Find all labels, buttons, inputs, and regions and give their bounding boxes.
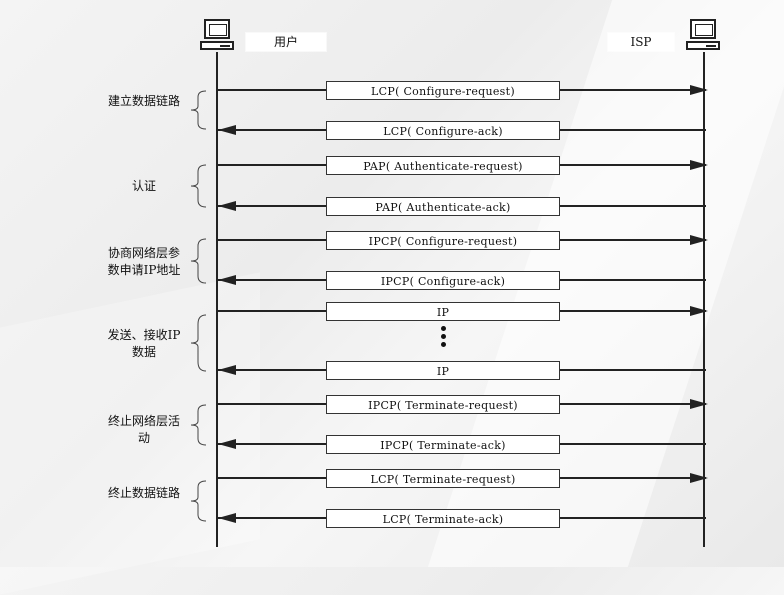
computer-icon	[686, 19, 720, 53]
phase-brace	[190, 314, 207, 372]
message-label: IPCP( Configure-ack)	[326, 271, 560, 290]
arrowhead	[218, 439, 236, 449]
phase-brace	[190, 480, 207, 522]
message-label: LCP( Terminate-ack)	[326, 509, 560, 528]
phase-label: 协商网络层参数申请IP地址	[107, 246, 181, 277]
phase-label: 建立数据链路	[107, 94, 180, 108]
message-label: IP	[326, 361, 560, 380]
user-label: 用户	[246, 33, 326, 51]
message-label: LCP( Terminate-request)	[326, 469, 560, 488]
arrowhead	[690, 85, 708, 95]
message-label: LCP( Configure-request)	[326, 81, 560, 100]
phase-label: 认证	[131, 179, 156, 193]
message-label: IPCP( Terminate-ack)	[326, 435, 560, 454]
arrowhead	[218, 513, 236, 523]
arrowhead	[690, 235, 708, 245]
message-label: PAP( Authenticate-ack)	[326, 197, 560, 216]
ellipsis-dots	[441, 326, 447, 350]
arrowhead	[690, 399, 708, 409]
message-label: IPCP( Terminate-request)	[326, 395, 560, 414]
message-label: IP	[326, 302, 560, 321]
message-label: PAP( Authenticate-request)	[326, 156, 560, 175]
computer-icon	[200, 19, 234, 53]
ppp-sequence-diagram: 用户 ISP LCP( Configure-request) LCP( Confi…	[107, 19, 720, 547]
arrowhead	[218, 125, 236, 135]
phase-label: 发送、接收IP数据	[107, 328, 181, 359]
arrowhead	[218, 275, 236, 285]
isp-label: ISP	[608, 33, 674, 51]
arrowhead	[218, 201, 236, 211]
arrowhead	[218, 365, 236, 375]
arrowhead	[690, 306, 708, 316]
phase-brace	[190, 404, 207, 446]
user-lifeline	[216, 52, 218, 547]
phase-label: 终止数据链路	[107, 486, 180, 500]
message-label: IPCP( Configure-request)	[326, 231, 560, 250]
isp-lifeline	[703, 52, 705, 547]
message-label: LCP( Configure-ack)	[326, 121, 560, 140]
phase-brace	[190, 164, 207, 208]
phase-label: 终止网络层活动	[107, 414, 180, 445]
arrowhead	[690, 160, 708, 170]
arrowhead	[690, 473, 708, 483]
phase-brace	[190, 90, 207, 130]
phase-brace	[190, 238, 207, 284]
